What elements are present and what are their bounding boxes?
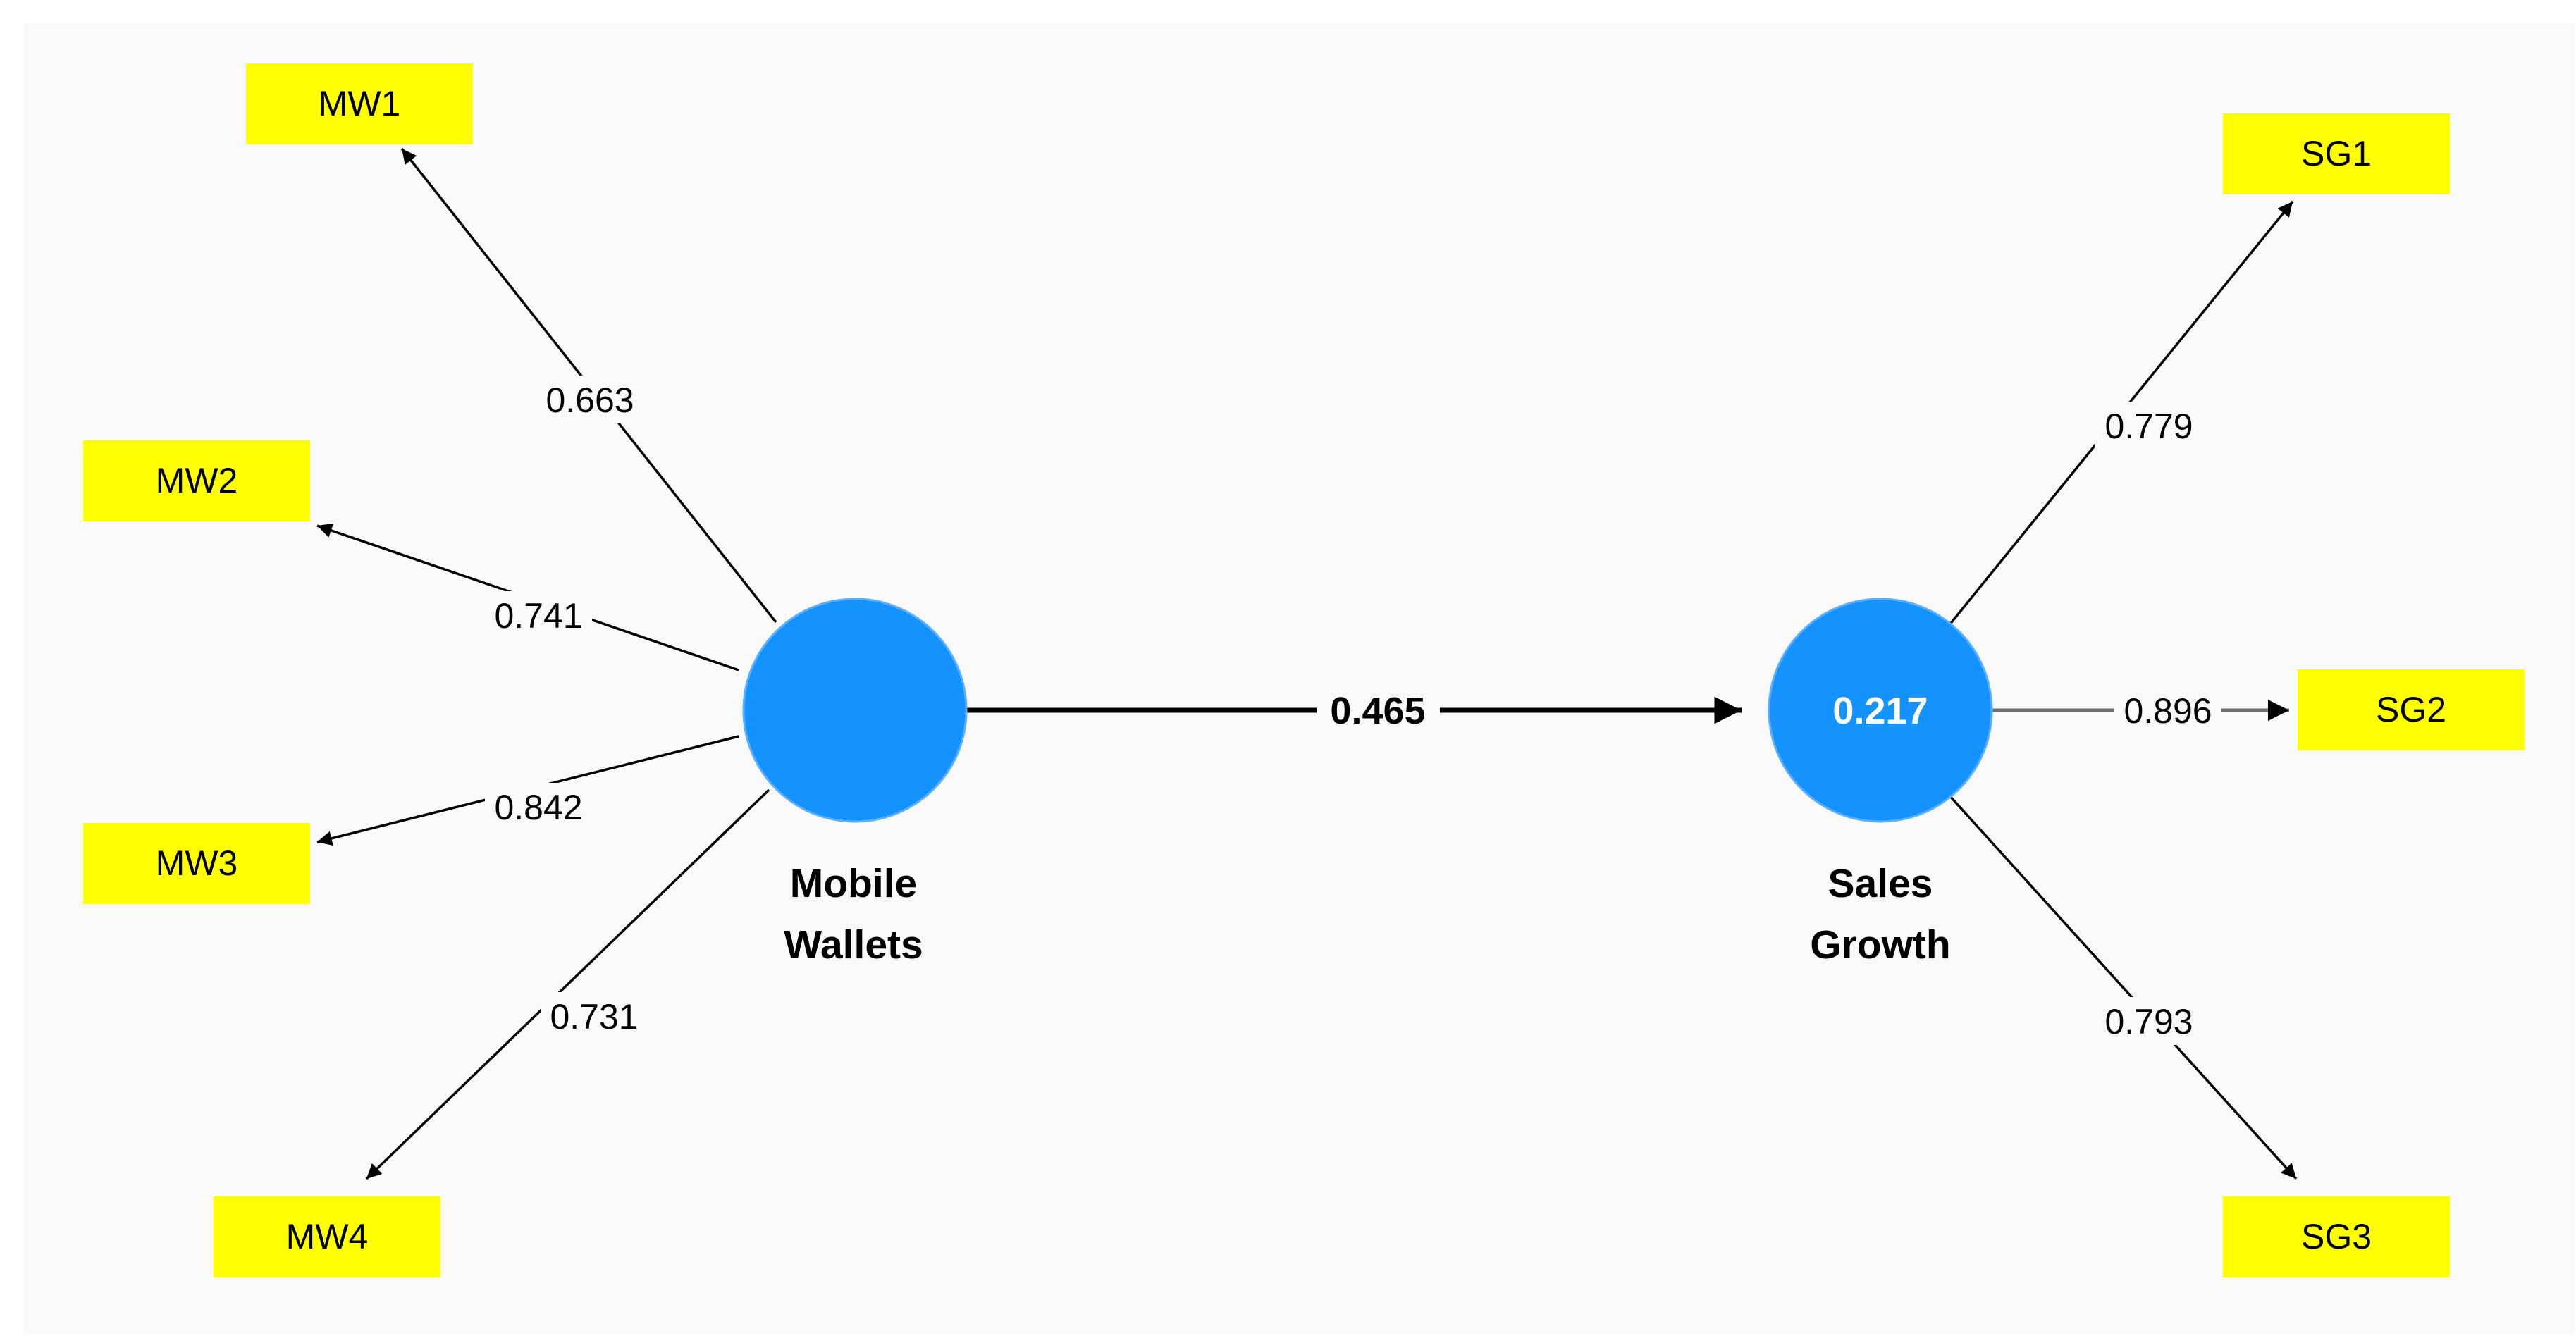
indicator-mw3[interactable]: MW3 [83,823,310,904]
latent-mobile-wallets[interactable]: Mobile Wallets [742,598,968,967]
indicator-sg3[interactable]: SG3 [2223,1196,2450,1277]
indicator-sg1-label: SG1 [2301,134,2372,173]
path-coefficient: 0.465 [1317,686,1440,734]
latent-mobile-wallets-name-line2: Wallets [784,922,923,967]
loading-sg1-value: 0.779 [2104,407,2193,446]
path-coefficient-value: 0.465 [1330,690,1425,732]
loading-mw2-value: 0.741 [494,596,582,636]
edge-mw4 [365,788,770,1180]
indicator-sg2-label: SG2 [2376,690,2446,729]
loading-sg2-value: 0.896 [2124,691,2212,731]
loading-mw3: 0.842 [485,783,592,831]
edge-sg3 [1947,793,2298,1180]
loading-mw1-value: 0.663 [546,380,634,420]
indicator-sg3-label: SG3 [2301,1217,2372,1256]
indicator-mw4[interactable]: MW4 [214,1196,440,1277]
latent-sales-growth-name-line2: Growth [1810,922,1950,967]
indicator-sg2[interactable]: SG2 [2298,669,2525,750]
indicator-mw1-label: MW1 [319,84,401,123]
diagram-canvas: MW1 MW2 MW3 MW4 SG1 SG2 SG3 0.663 0.741 … [23,23,2575,1334]
indicator-mw3-label: MW3 [156,843,238,883]
path-model-diagram: MW1 MW2 MW3 MW4 SG1 SG2 SG3 0.663 0.741 … [83,63,2525,1277]
loading-mw4-value: 0.731 [550,997,638,1036]
indicator-mw2[interactable]: MW2 [83,440,310,521]
indicator-mw2-label: MW2 [156,461,238,500]
indicator-sg1[interactable]: SG1 [2223,113,2450,194]
loading-sg2: 0.896 [2114,686,2221,734]
loading-sg1: 0.779 [2095,402,2202,450]
latent-sales-growth[interactable]: 0.217 Sales Growth [1768,598,1993,967]
loading-mw1: 0.663 [536,376,643,423]
indicator-mw1[interactable]: MW1 [246,63,473,144]
loading-mw3-value: 0.842 [494,788,582,827]
indicator-mw4-label: MW4 [286,1217,369,1256]
loading-mw2: 0.741 [485,591,592,639]
latent-sales-growth-value: 0.217 [1832,690,1928,732]
latent-sales-growth-name-line1: Sales [1828,861,1933,906]
loading-sg3: 0.793 [2095,997,2202,1045]
loading-mw4: 0.731 [541,992,648,1040]
loading-sg3-value: 0.793 [2104,1002,2193,1041]
latent-mobile-wallets-name-line1: Mobile [790,861,918,906]
